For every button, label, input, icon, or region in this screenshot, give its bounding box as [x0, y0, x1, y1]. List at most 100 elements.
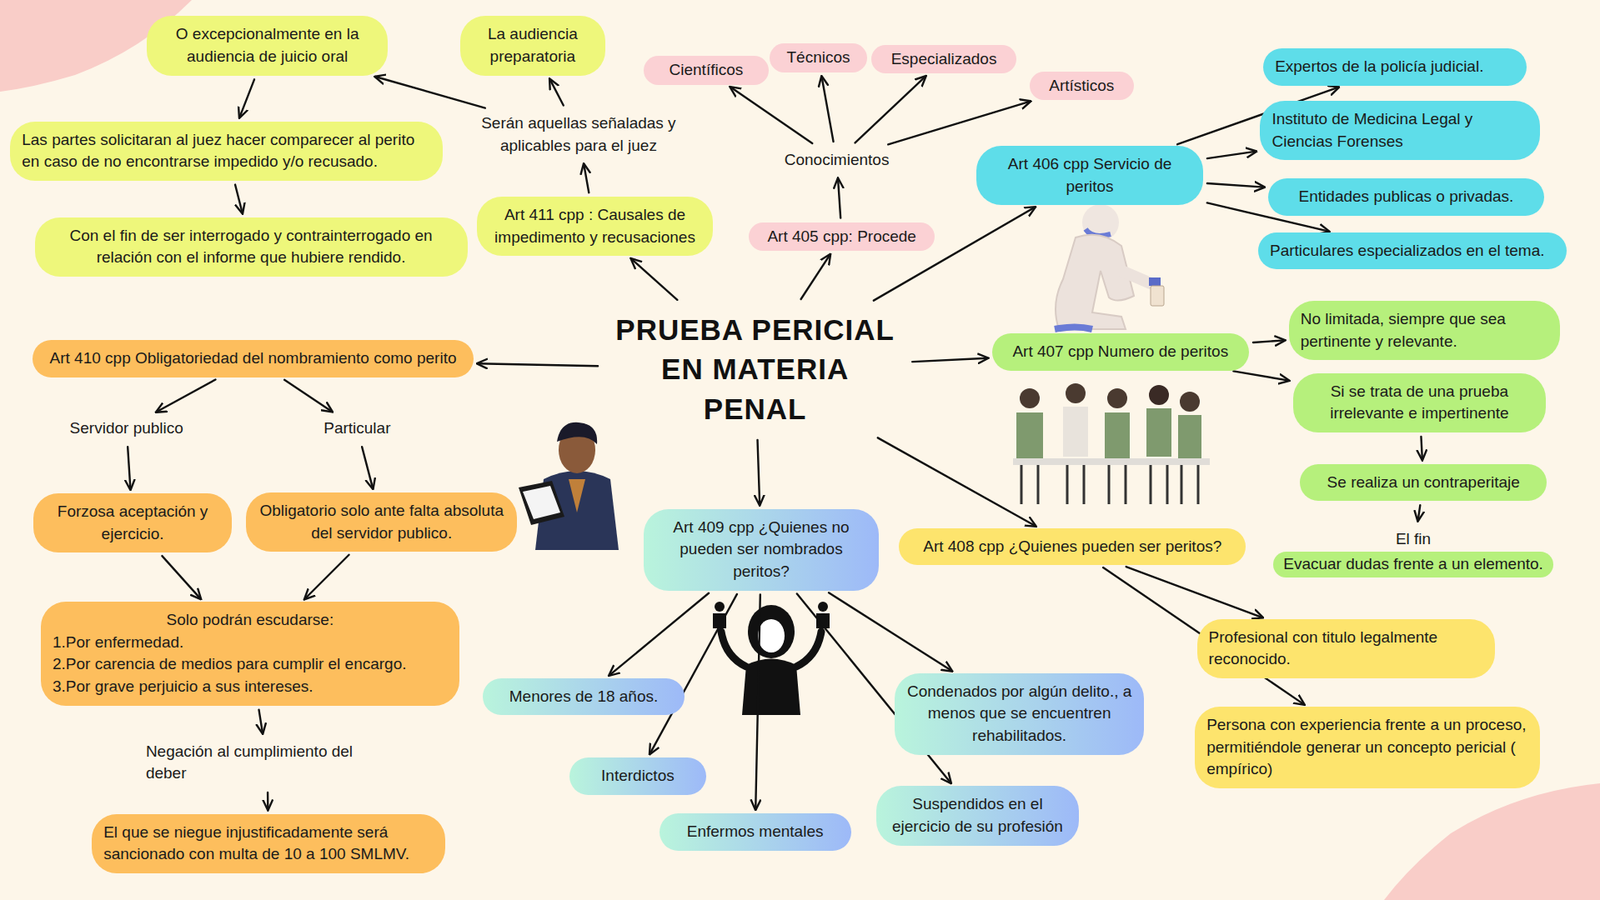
node-text: Artísticos — [1038, 75, 1126, 98]
node-text: Con el fin de ser interrogado y contrain… — [46, 225, 457, 270]
arrow-connector — [477, 363, 598, 367]
arrow-connector — [912, 358, 988, 362]
arrow-connector — [1418, 505, 1421, 522]
node-text: Entidades publicas o privadas. — [1279, 185, 1532, 209]
node-text: O excepcionalmente en la audiencia de ju… — [158, 23, 377, 68]
green-box: Si se trata de una prueba irrelevante e … — [1293, 373, 1547, 433]
node-text: 3.Por grave perjuicio a sus intereses. — [52, 676, 448, 699]
orange-box: El que se niegue injustificadamente será… — [91, 814, 445, 874]
orange-box: Forzosa aceptación y ejercicio. — [33, 493, 231, 553]
arrow-connector — [127, 446, 131, 490]
green-box: Se realiza un contraperitaje — [1299, 464, 1547, 502]
man-with-book — [518, 422, 619, 551]
text-node: Negación al cumplimiento del deber — [140, 737, 395, 789]
blue-box: Menores de 18 años. — [482, 678, 685, 717]
arrow-connector — [873, 207, 1035, 301]
node-text: Expertos de la policía judicial. — [1274, 55, 1515, 79]
node-text: Profesional con titulo legalmente recono… — [1208, 626, 1484, 672]
text-node: Conocimientos — [769, 145, 905, 176]
node-text: Solo podrán escudarse: — [52, 609, 448, 632]
cyan-box: Art 406 cpp Servicio de peritos — [976, 145, 1204, 206]
node-text: Las partes solicitaran al juez hacer com… — [21, 129, 432, 174]
arrow-connector — [877, 437, 1036, 527]
arrow-connector — [235, 185, 243, 214]
woman-balance — [712, 601, 830, 716]
blue-box: Condenados por algún delito., a menos qu… — [894, 673, 1144, 756]
blue-box: Suspendidos en el ejercicio de su profes… — [876, 786, 1079, 846]
node-text: El que se niegue injustificadamente será… — [103, 822, 433, 867]
node-text: Interdictos — [581, 765, 695, 788]
node-text: Evacuar dudas frente a un elemento. — [1273, 551, 1554, 578]
pink-pill: Técnicos — [769, 43, 868, 73]
node-text: Particular — [311, 417, 402, 441]
cyan-box: Particulares especializados en el tema. — [1258, 232, 1567, 271]
arrow-connector — [239, 79, 255, 118]
node-text: Conocimientos — [774, 149, 900, 172]
arrow-connector — [1207, 183, 1264, 188]
cyan-box: Instituto de Medicina Legal y Ciencias F… — [1259, 100, 1540, 161]
arrow-connector — [649, 594, 738, 755]
arrow-connector — [550, 79, 564, 106]
arrow-connector — [266, 792, 270, 811]
arrow-connector — [375, 76, 486, 109]
orange-box: Solo podrán escudarse:1.Por enfermedad.2… — [40, 601, 460, 706]
node-text: Negación al cumplimiento del deber — [145, 741, 390, 786]
node-text: Se realiza un contraperitaje — [1311, 471, 1535, 495]
arrow-connector — [161, 556, 201, 599]
node-text: El fin — [1254, 528, 1572, 552]
arrow-connector — [305, 555, 350, 600]
node-text: Condenados por algún delito., a menos qu… — [906, 681, 1133, 748]
node-text: Serán aquellas señaladas y aplicables pa… — [466, 112, 691, 157]
yellow-box: Las partes solicitaran al juez hacer com… — [10, 121, 443, 181]
arrow-connector — [259, 710, 263, 734]
pink-pill: Artísticos — [1029, 71, 1134, 101]
arrow-connector — [837, 178, 841, 218]
text-row: Evacuar dudas frente a un elemento. — [1254, 550, 1572, 578]
node-text: Enfermos mentales — [671, 821, 840, 844]
node-text: La audiencia preparatoria — [471, 23, 594, 68]
node-text: Persona con experiencia frente a un proc… — [1206, 714, 1529, 782]
orange-box: Art 410 cpp Obligatoriedad del nombramie… — [32, 340, 474, 378]
pink-pill: Art 405 cpp: Procede — [748, 222, 935, 252]
green-box: No limitada, siempre que sea pertinente … — [1289, 300, 1561, 361]
orange-box: Obligatorio solo ante falta absoluta del… — [245, 492, 518, 552]
arrow-connector — [609, 593, 709, 677]
arrow-connector — [156, 379, 216, 412]
text-node: Servidor publico — [55, 414, 197, 444]
arrow-connector — [1253, 340, 1285, 343]
cyan-box: Entidades publicas o privadas. — [1268, 178, 1544, 216]
arrow-connector — [730, 87, 813, 144]
node-text: Suspendidos en el ejercicio de su profes… — [887, 793, 1067, 838]
node-text: Forzosa aceptación y ejercicio. — [45, 501, 220, 546]
green-box: Art 407 cpp Numero de peritos — [992, 333, 1249, 372]
pink-pill: Especializados — [871, 45, 1017, 75]
node-text: 2.Por carencia de medios para cumplir el… — [52, 653, 448, 677]
node-text: Servidor publico — [60, 417, 192, 441]
arrow-connector — [1126, 566, 1263, 618]
arrow-connector — [631, 259, 678, 301]
arrow-connector — [801, 254, 831, 300]
yellow-box: Profesional con titulo legalmente recono… — [1197, 619, 1495, 679]
yellow-box: Con el fin de ser interrogado y contrain… — [35, 217, 468, 277]
node-text: Art 410 cpp Obligatoriedad del nombramie… — [44, 347, 462, 371]
node-text: PRUEBA PERICIAL EN MATERIA PENAL — [613, 310, 897, 429]
arrow-connector — [361, 446, 373, 489]
arrow-connector — [1233, 371, 1289, 381]
node-text: 1.Por enfermedad. — [52, 631, 448, 655]
blue-box: Enfermos mentales — [659, 813, 852, 852]
yellow-box: Art 408 cpp ¿Quienes pueden ser peritos? — [898, 528, 1246, 567]
arrow-connector — [887, 101, 1030, 146]
node-text: Instituto de Medicina Legal y Ciencias F… — [1271, 108, 1528, 153]
forensic-figure — [1054, 204, 1164, 330]
blue-box: Interdictos — [569, 757, 707, 796]
node-text: Art 408 cpp ¿Quienes pueden ser peritos? — [910, 536, 1234, 559]
blue-box: Art 409 cpp ¿Quienes no pueden ser nombr… — [643, 509, 878, 592]
node-text: Art 406 cpp Servicio de peritos — [988, 153, 1192, 198]
node-text: Art 405 cpp: Procede — [757, 225, 927, 249]
arrow-connector — [822, 76, 834, 142]
cyan-box: Expertos de la policía judicial. — [1263, 48, 1527, 86]
yellow-box: O excepcionalmente en la audiencia de ju… — [146, 15, 388, 76]
yellow-box: Persona con experiencia frente a un proc… — [1194, 707, 1540, 789]
node-text: Obligatorio solo ante falta absoluta del… — [257, 500, 507, 545]
text-node: Particular — [306, 414, 407, 444]
